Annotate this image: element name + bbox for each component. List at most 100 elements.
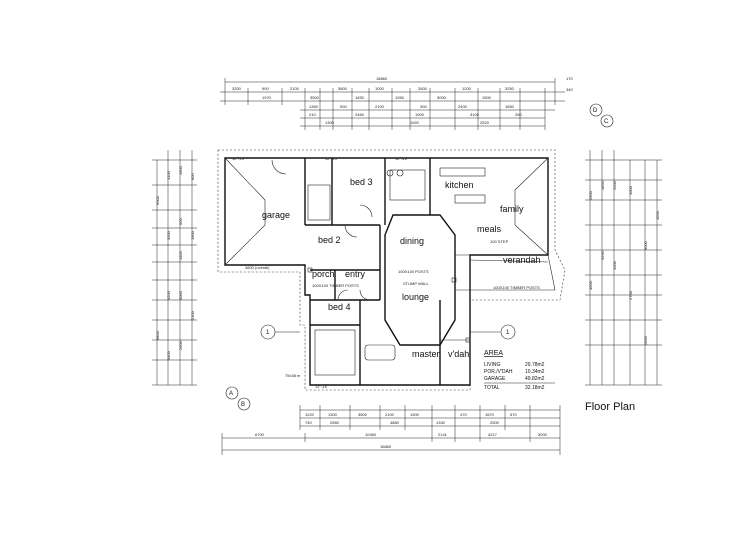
svg-text:1000: 1000	[375, 86, 385, 91]
grid-marker-c: C	[600, 114, 614, 128]
svg-text:1220: 1220	[305, 412, 315, 417]
area-porch-label: POR./V'DAH	[484, 369, 513, 375]
svg-text:3000: 3000	[178, 290, 183, 300]
svg-text:1920: 1920	[410, 120, 420, 125]
svg-text:100X100 TIMBER POSTS: 100X100 TIMBER POSTS	[312, 283, 359, 288]
svg-text:2100: 2100	[190, 310, 195, 320]
grid-marker-1-right: 1	[470, 324, 516, 340]
area-total-value: 32.18m2	[525, 385, 545, 391]
svg-text:B: B	[241, 402, 245, 408]
svg-text:740: 740	[305, 420, 312, 425]
svg-text:1: 1	[506, 330, 510, 336]
svg-text:1670: 1670	[485, 412, 495, 417]
room-label-bed3: bed 3	[350, 177, 373, 187]
right-dimension-lines	[585, 150, 662, 386]
building-walls	[217, 149, 566, 391]
svg-text:3000: 3000	[437, 95, 447, 100]
area-garage-value: 49.82m2	[525, 376, 545, 382]
svg-text:75x38 m: 75x38 m	[285, 373, 301, 378]
svg-text:3200: 3200	[232, 86, 242, 91]
svg-text:570: 570	[510, 412, 517, 417]
room-label-family: family	[500, 204, 524, 214]
svg-text:6000: 6000	[155, 195, 160, 205]
svg-text:1900: 1900	[190, 230, 195, 240]
left-dimension-lines	[152, 150, 197, 386]
svg-text:2520: 2520	[480, 120, 490, 125]
svg-text:12°-15: 12°-15	[395, 156, 408, 161]
svg-text:1850: 1850	[600, 180, 605, 190]
svg-text:4600 (overall): 4600 (overall)	[245, 265, 270, 270]
svg-text:1300: 1300	[325, 120, 335, 125]
svg-text:1830: 1830	[355, 95, 365, 100]
room-label-vdah: v'dah	[448, 349, 469, 359]
svg-text:2560: 2560	[330, 420, 340, 425]
room-label-lounge: lounge	[402, 292, 429, 302]
svg-text:1650: 1650	[505, 104, 515, 109]
grid-marker-1-left: 1	[260, 324, 300, 340]
svg-text:3400: 3400	[166, 350, 171, 360]
svg-text:2700: 2700	[628, 290, 633, 300]
svg-text:2900: 2900	[588, 190, 593, 200]
svg-text:2100: 2100	[385, 412, 395, 417]
svg-text:1000: 1000	[612, 260, 617, 270]
svg-text:600: 600	[178, 218, 183, 225]
svg-text:2900: 2900	[178, 340, 183, 350]
room-label-garage: garage	[262, 210, 290, 220]
svg-text:1: 1	[266, 330, 270, 336]
svg-text:12°-15: 12°-15	[232, 156, 245, 161]
room-label-bed4: bed 4	[328, 302, 351, 312]
top-overall-dimension: 16860	[376, 76, 388, 81]
svg-text:1970: 1970	[262, 95, 272, 100]
svg-text:100X100 TIMBER POSTS: 100X100 TIMBER POSTS	[493, 285, 540, 290]
svg-text:10460: 10460	[365, 432, 377, 437]
svg-text:2400: 2400	[458, 104, 468, 109]
grid-marker-b: B	[237, 397, 251, 411]
area-living-value: 29.78m2	[525, 362, 545, 368]
svg-text:100X100 POSTS: 100X100 POSTS	[398, 269, 429, 274]
svg-text:3100: 3100	[470, 112, 480, 117]
svg-text:250: 250	[515, 112, 522, 117]
area-table: AREA LIVING 29.78m2 POR./V'DAH 10.34m2 G…	[484, 350, 555, 391]
svg-text:3260: 3260	[600, 250, 605, 260]
svg-text:900: 900	[262, 86, 269, 91]
room-label-bed2: bed 2	[318, 235, 341, 245]
svg-text:170: 170	[566, 76, 573, 81]
svg-text:2460: 2460	[355, 112, 365, 117]
svg-text:100 STEP: 100 STEP	[490, 239, 509, 244]
svg-text:1350: 1350	[309, 104, 319, 109]
svg-text:4880: 4880	[390, 420, 400, 425]
svg-text:800: 800	[190, 173, 195, 180]
svg-text:3600: 3600	[338, 86, 348, 91]
svg-text:1200: 1200	[462, 86, 472, 91]
svg-text:3100: 3100	[166, 170, 171, 180]
svg-text:4217: 4217	[488, 432, 498, 437]
svg-text:2600: 2600	[418, 86, 428, 91]
svg-text:340: 340	[566, 87, 573, 92]
room-label-verandah: verandah	[503, 255, 541, 265]
area-total-label: TOTAL	[484, 385, 500, 391]
svg-text:3500: 3500	[310, 95, 320, 100]
plan-title: Floor Plan	[585, 401, 635, 413]
svg-text:C: C	[604, 119, 609, 125]
svg-text:1330: 1330	[436, 420, 446, 425]
svg-text:4600: 4600	[588, 280, 593, 290]
svg-text:3500: 3500	[166, 230, 171, 240]
area-porch-value: 10.34m2	[525, 369, 545, 375]
svg-text:1900: 1900	[415, 112, 425, 117]
svg-text:12°-15: 12°-15	[325, 156, 338, 161]
left-dimension-values: 6000 6800 3100 3500 4200 3400 1900 600 1…	[155, 165, 195, 360]
area-heading: AREA	[484, 350, 503, 357]
svg-text:470: 470	[460, 412, 467, 417]
room-label-master: master	[412, 349, 440, 359]
room-label-entry: entry	[345, 269, 366, 279]
svg-text:1600: 1600	[655, 210, 660, 220]
svg-text:1900: 1900	[178, 165, 183, 175]
svg-text:1050: 1050	[395, 95, 405, 100]
svg-text:16860: 16860	[380, 444, 392, 449]
svg-text:2890: 2890	[643, 335, 648, 345]
svg-text:300: 300	[420, 104, 427, 109]
svg-text:900: 900	[340, 104, 347, 109]
room-label-meals: meals	[477, 224, 502, 234]
